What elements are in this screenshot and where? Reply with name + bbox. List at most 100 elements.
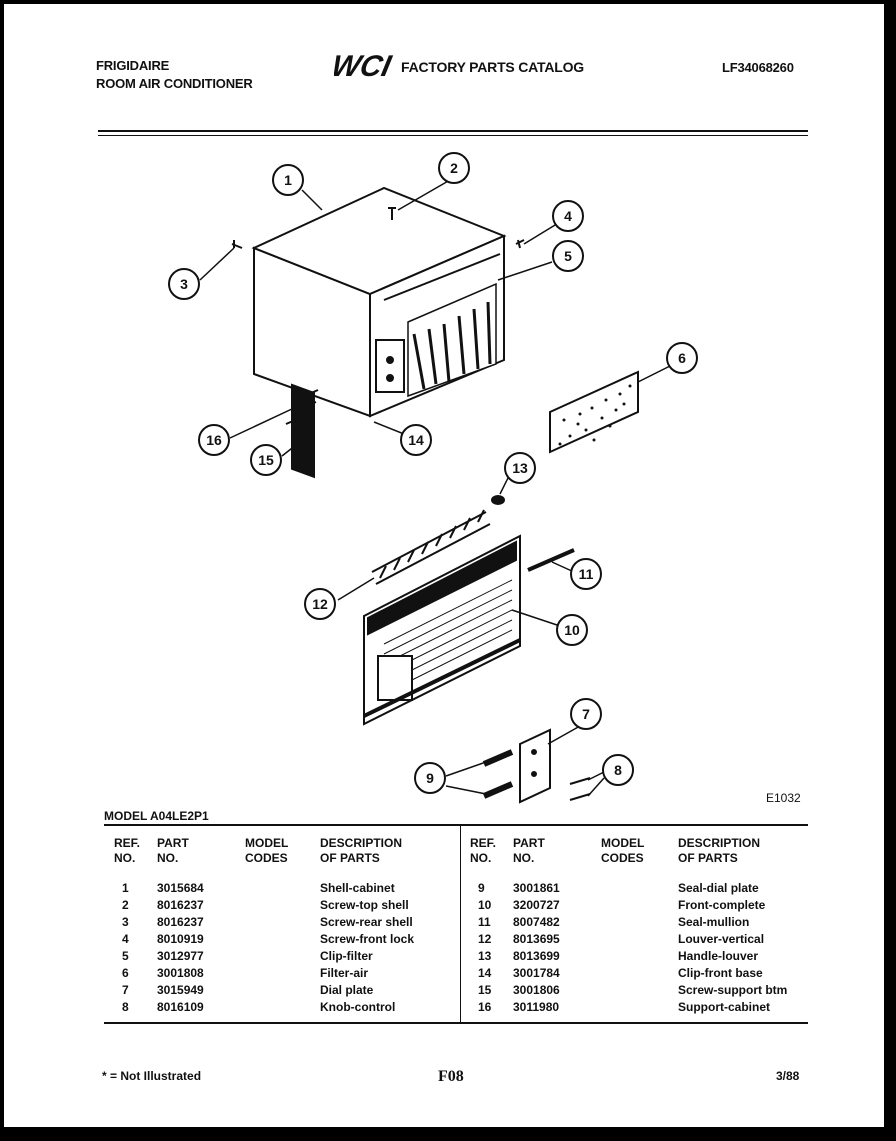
row-part-number: 3200727 <box>513 898 560 912</box>
row-ref: 15 <box>478 983 492 997</box>
table-rule-bottom <box>104 1022 808 1024</box>
row-ref: 5 <box>122 949 129 963</box>
row-part-number: 3001808 <box>157 966 204 980</box>
header-rule-top <box>98 130 808 132</box>
screw-rear-shell <box>231 240 243 249</box>
catalog-page: FRIGIDAIRE ROOM AIR CONDITIONER WCI FACT… <box>4 4 884 1127</box>
row-description: Screw-front lock <box>320 932 415 946</box>
callout-16 <box>198 424 230 456</box>
filter-texture <box>558 384 632 446</box>
callout-13 <box>504 452 536 484</box>
screw-front-lock <box>515 239 525 249</box>
seal-mullion <box>527 548 575 572</box>
row-part-number: 3001784 <box>513 966 560 980</box>
row-description: Filter-air <box>320 966 369 980</box>
row-ref: 14 <box>478 966 492 980</box>
svg-text:15: 15 <box>258 452 274 468</box>
callout-6 <box>666 342 698 374</box>
row-description: Screw-top shell <box>320 898 409 912</box>
exploded-parts-diagram: 1 2 3 4 5 6 7 8 9 10 11 12 13 14 15 16 <box>168 152 698 804</box>
svg-text:14: 14 <box>408 432 424 448</box>
row-ref: 12 <box>478 932 492 946</box>
svg-text:4: 4 <box>564 208 572 224</box>
svg-text:10: 10 <box>564 622 580 638</box>
callout-10 <box>556 614 588 646</box>
callout-11 <box>570 558 602 590</box>
row-ref: 9 <box>478 881 485 895</box>
svg-text:16: 16 <box>206 432 222 448</box>
page-code: F08 <box>438 1068 464 1085</box>
callout-3 <box>168 268 200 300</box>
callout-14 <box>400 424 432 456</box>
svg-text:12: 12 <box>312 596 328 612</box>
row-description: Support-cabinet <box>678 1000 770 1014</box>
callout-9 <box>414 762 446 794</box>
catalog-title: FACTORY PARTS CATALOG <box>401 59 584 75</box>
front-complete <box>363 534 521 726</box>
callout-5 <box>552 240 584 272</box>
row-part-number: 3001806 <box>513 983 560 997</box>
row-part-number: 8016237 <box>157 915 204 929</box>
louver-handle <box>491 495 505 505</box>
revision-date: 3/88 <box>776 1069 800 1083</box>
callout-4 <box>552 200 584 232</box>
svg-text:13: 13 <box>512 460 528 476</box>
row-description: Clip-front base <box>678 966 763 980</box>
row-description: Handle-louver <box>678 949 759 963</box>
cabinet-shell <box>251 186 507 479</box>
row-part-number: 8013699 <box>513 949 560 963</box>
header-rule-bottom <box>98 135 808 136</box>
svg-text:2: 2 <box>450 160 458 176</box>
row-ref: 7 <box>122 983 129 997</box>
louver-vertical <box>371 509 491 585</box>
row-description: Louver-vertical <box>678 932 765 946</box>
callout-7 <box>570 698 602 730</box>
row-part-number: 3001861 <box>513 881 560 895</box>
row-description: Dial plate <box>320 983 374 997</box>
figure-code: E1032 <box>766 791 801 805</box>
row-ref: 3 <box>122 915 129 929</box>
svg-text:7: 7 <box>582 706 590 722</box>
svg-text:11: 11 <box>579 566 594 582</box>
footnote: * = Not Illustrated <box>102 1069 202 1083</box>
row-ref: 16 <box>478 1000 492 1014</box>
header-ref-right: REF.NO. <box>470 836 497 865</box>
svg-text:5: 5 <box>564 248 572 264</box>
brand-name: FRIGIDAIRE <box>96 58 170 73</box>
row-ref: 11 <box>478 915 491 929</box>
product-type: ROOM AIR CONDITIONER <box>96 76 253 91</box>
screw-top-shell <box>388 207 396 220</box>
row-ref: 4 <box>122 932 129 946</box>
row-description: Screw-rear shell <box>320 915 413 929</box>
row-ref: 2 <box>122 898 129 912</box>
screw-support-btm <box>306 419 314 434</box>
wci-logo: WCI <box>334 50 394 80</box>
row-part-number: 8016109 <box>157 1000 204 1014</box>
control-knobs <box>569 777 591 801</box>
row-part-number: 3015684 <box>157 881 204 895</box>
row-description: Seal-dial plate <box>678 881 759 895</box>
svg-text:6: 6 <box>678 350 686 366</box>
callout-12 <box>304 588 336 620</box>
row-ref: 6 <box>122 966 129 980</box>
row-part-number: 8007482 <box>513 915 560 929</box>
row-part-number: 3015949 <box>157 983 204 997</box>
row-ref: 13 <box>478 949 492 963</box>
row-ref: 1 <box>122 881 129 895</box>
callout-15 <box>250 444 282 476</box>
callout-markers <box>168 152 698 794</box>
row-ref: 8 <box>122 1000 129 1014</box>
header-ref: REF.NO. <box>114 836 141 865</box>
seal-dial-plate <box>482 749 514 799</box>
row-description: Seal-mullion <box>678 915 750 929</box>
support-cabinet <box>285 389 319 425</box>
svg-text:WCI: WCI <box>334 50 394 80</box>
row-description: Clip-filter <box>320 949 373 963</box>
dial-plate <box>519 728 551 804</box>
row-description: Screw-support btm <box>678 983 788 997</box>
svg-text:1: 1 <box>284 172 292 188</box>
